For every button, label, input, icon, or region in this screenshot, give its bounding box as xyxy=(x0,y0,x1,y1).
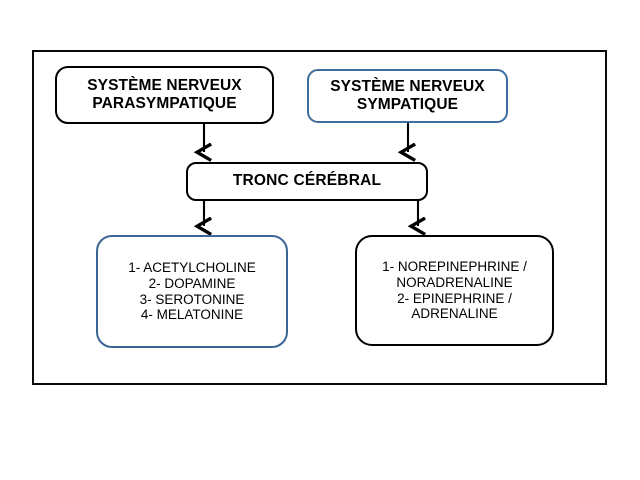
node-sympathetic-label: SYSTÈME NERVEUX SYMPATIQUE xyxy=(330,77,485,113)
node-brainstem[interactable]: TRONC CÉRÉBRAL xyxy=(186,162,428,201)
node-sympathetic-nervous-system[interactable]: SYSTÈME NERVEUX SYMPATIQUE xyxy=(307,69,508,123)
node-sympathetic-neurotransmitters[interactable]: 1- NOREPINEPHRINE / NORADRENALINE 2- EPI… xyxy=(355,235,554,346)
node-parasympathetic-neurotransmitters-label: 1- ACETYLCHOLINE 2- DOPAMINE 3- SEROTONI… xyxy=(128,259,256,323)
node-parasympathetic-neurotransmitters[interactable]: 1- ACETYLCHOLINE 2- DOPAMINE 3- SEROTONI… xyxy=(96,235,288,348)
node-parasympathetic-nervous-system[interactable]: SYSTÈME NERVEUX PARASYMPATIQUE xyxy=(55,66,274,124)
node-parasympathetic-label: SYSTÈME NERVEUX PARASYMPATIQUE xyxy=(87,76,242,112)
node-brainstem-label: TRONC CÉRÉBRAL xyxy=(232,172,382,190)
node-sympathetic-neurotransmitters-label: 1- NOREPINEPHRINE / NORADRENALINE 2- EPI… xyxy=(382,258,527,322)
